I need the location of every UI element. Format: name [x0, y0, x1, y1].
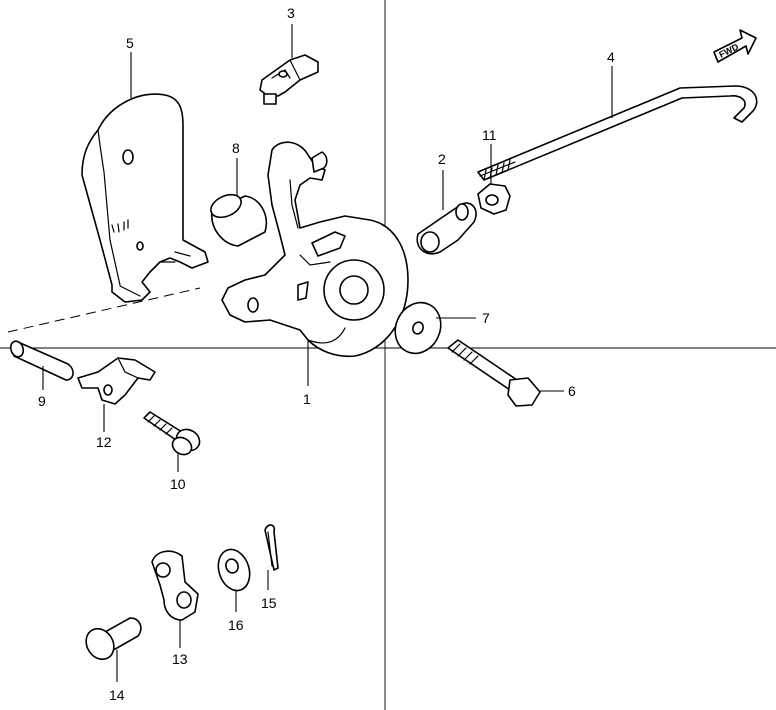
part-6-bolt — [447, 339, 541, 407]
part-5-plate-bracket — [81, 93, 209, 303]
part-16-washer — [217, 548, 251, 592]
part-12-clip-bracket — [77, 357, 156, 405]
callout-2: 2 — [438, 151, 446, 167]
part-2-joint — [416, 202, 477, 255]
part-13-joint — [151, 550, 199, 621]
callout-6: 6 — [568, 383, 576, 399]
part-3-clip — [259, 54, 319, 105]
callout-10: 10 — [170, 476, 186, 492]
callout-12: 12 — [96, 434, 112, 450]
part-7-washer — [394, 301, 442, 355]
callout-14: 14 — [109, 687, 125, 703]
callout-4: 4 — [607, 49, 615, 65]
callout-11: 11 — [482, 127, 497, 143]
callout-1: 1 — [303, 391, 311, 407]
callout-9: 9 — [38, 393, 46, 409]
callout-8: 8 — [232, 140, 240, 156]
callout-7: 7 — [482, 310, 490, 326]
part-14-clevis-pin — [85, 617, 142, 661]
callout-13: 13 — [172, 651, 188, 667]
part-11-nut — [477, 183, 511, 215]
callout-16: 16 — [228, 617, 244, 633]
part-4-rod — [477, 85, 758, 181]
assembly-axis-line — [7, 287, 201, 333]
fwd-arrow-icon: FWD — [713, 29, 757, 63]
part-9-pin — [9, 340, 74, 381]
callout-3: 3 — [287, 5, 295, 21]
part-1-lever-housing — [221, 141, 409, 358]
callout-15: 15 — [261, 595, 277, 611]
part-15-cotter-pin — [264, 524, 279, 571]
callout-5: 5 — [126, 35, 134, 51]
part-10-screw — [143, 411, 201, 456]
part-8-collar — [210, 193, 267, 247]
